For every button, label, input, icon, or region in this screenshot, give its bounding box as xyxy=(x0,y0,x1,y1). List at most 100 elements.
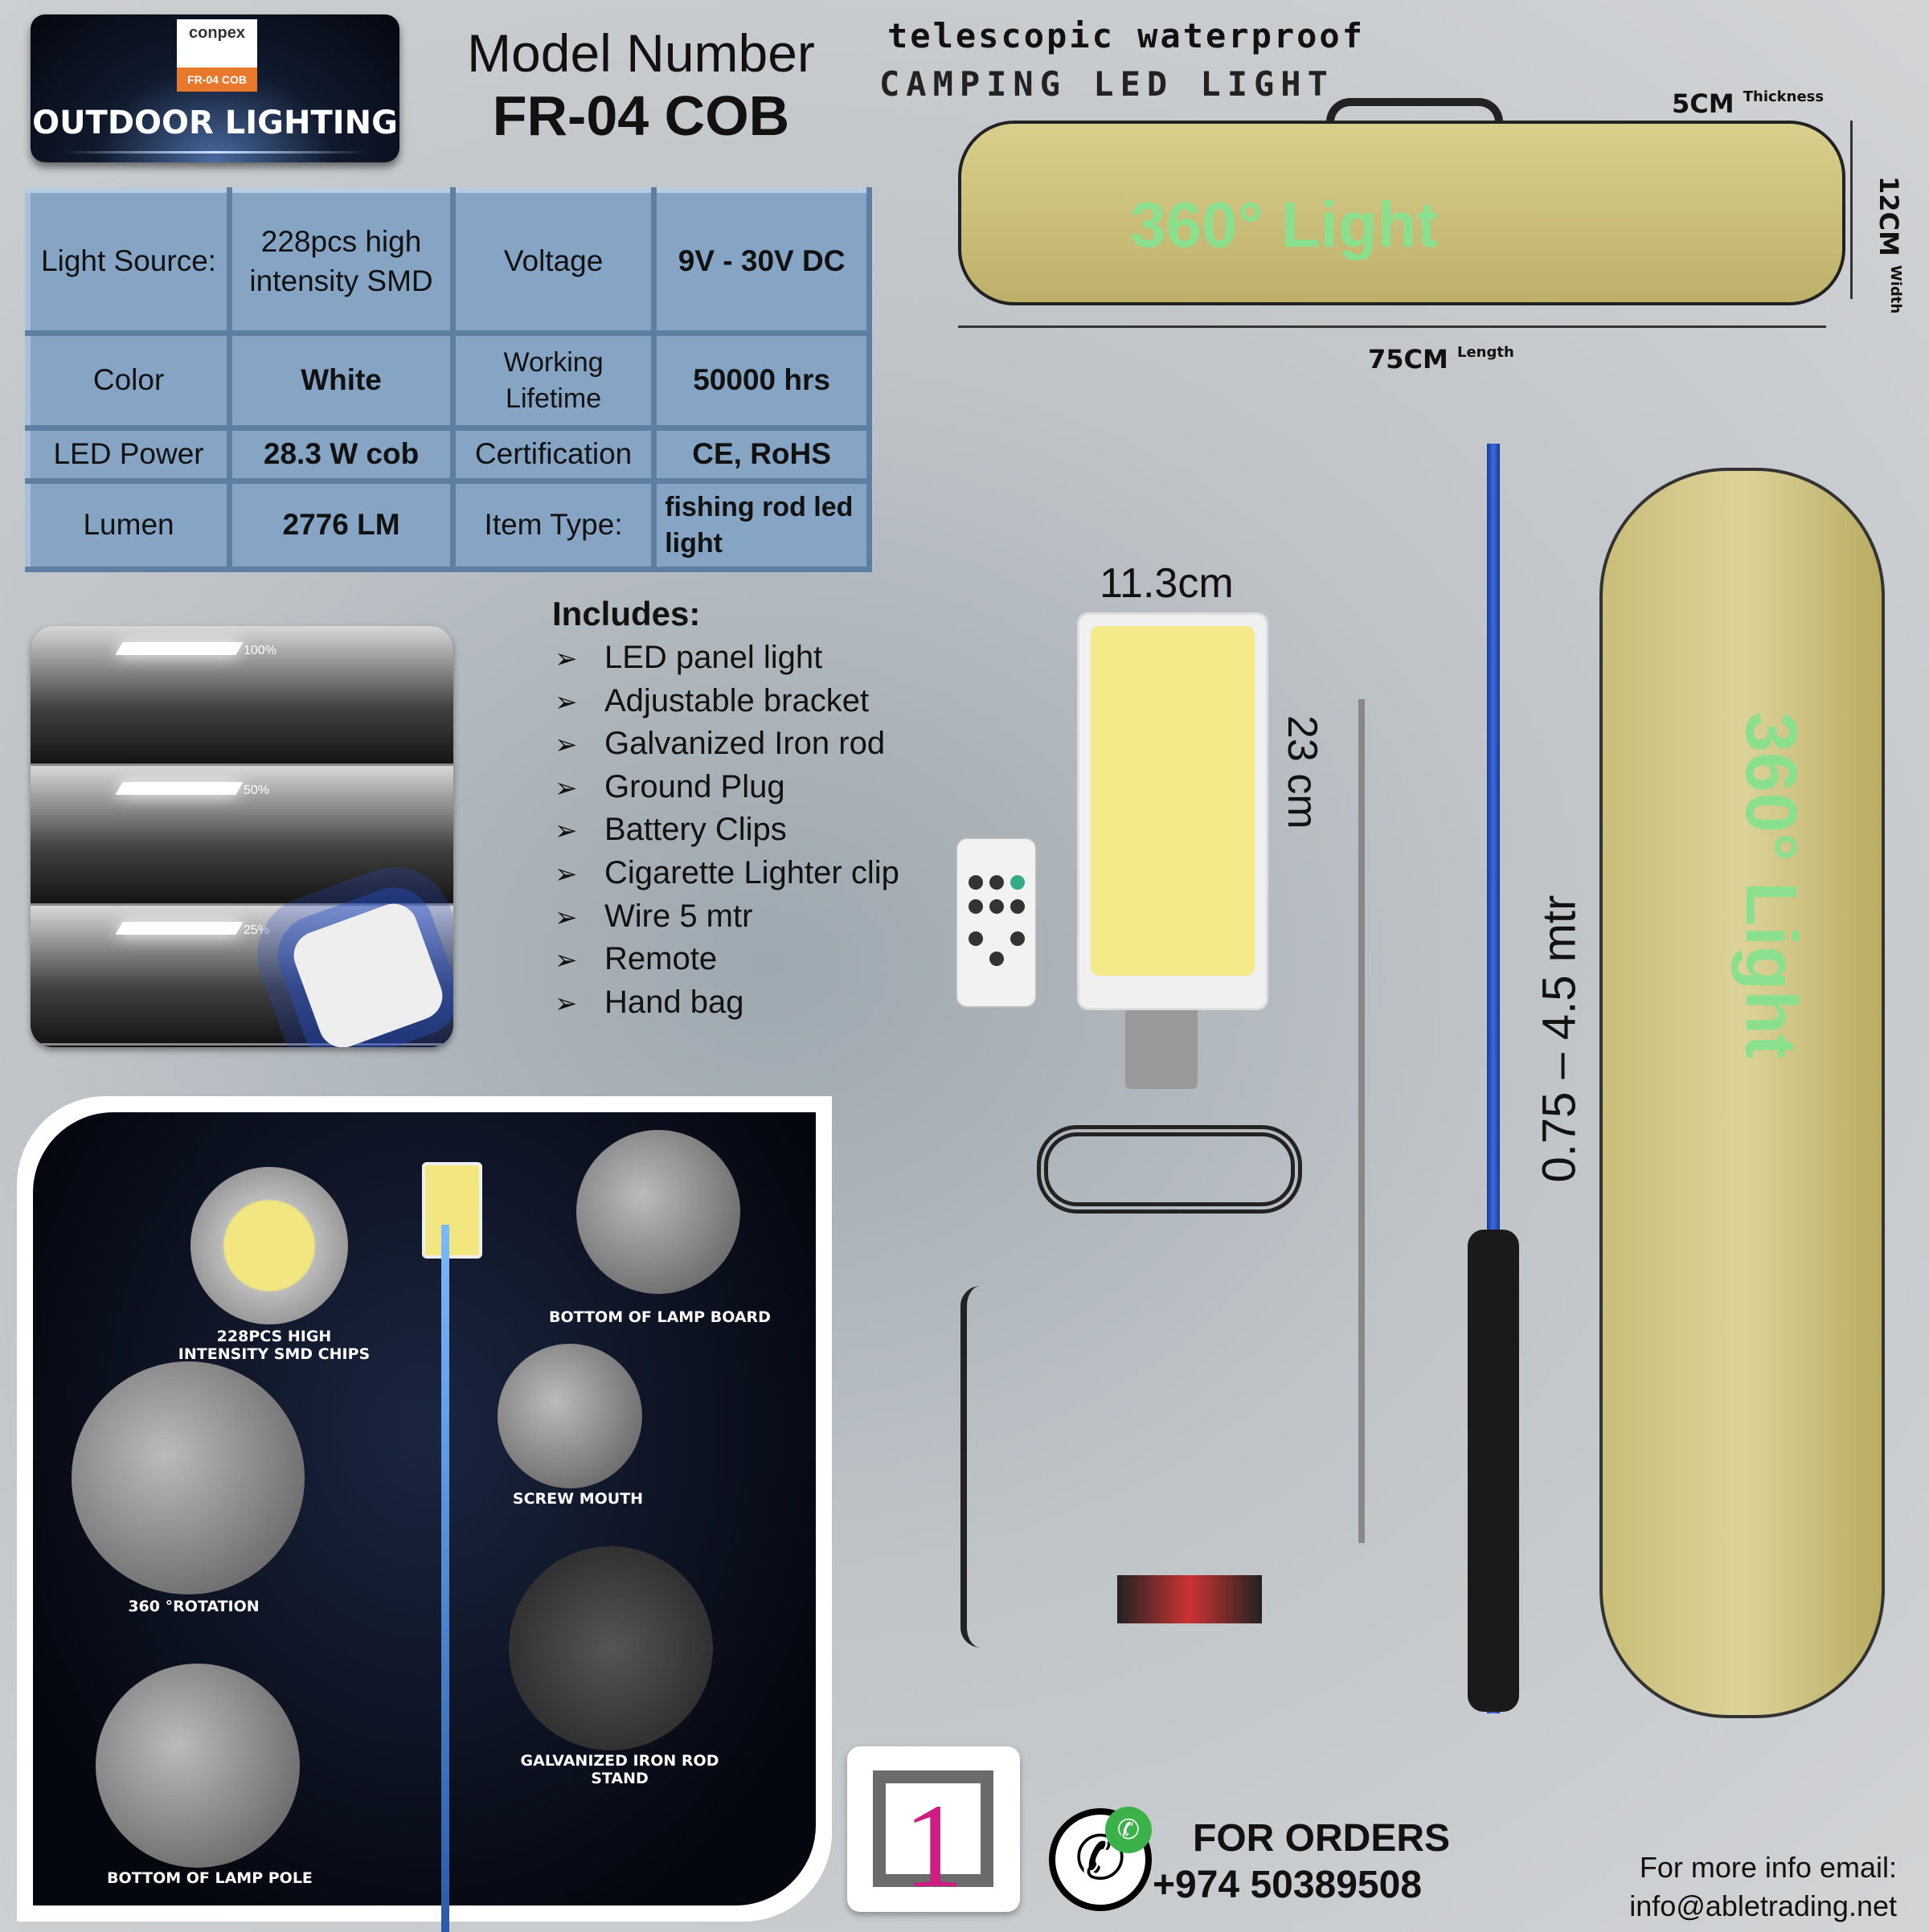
list-item: ➢Galvanized Iron rod xyxy=(555,726,886,762)
whatsapp-icon: ✆ xyxy=(1105,1807,1152,1853)
bag-print: 360° Light xyxy=(1730,712,1811,1059)
diagram-label: BOTTOM OF LAMP POLE xyxy=(107,1869,313,1887)
carry-bag-vertical: 360° Light xyxy=(1599,468,1885,1718)
includes-title: Includes: xyxy=(552,595,701,632)
spec-label: Light Source: xyxy=(24,187,233,336)
screw-mouth-circle xyxy=(498,1344,642,1488)
badge-model: FR-04 COB xyxy=(177,68,257,92)
brightness-row: 50% xyxy=(31,766,453,906)
tagline-1: telescopic waterproof xyxy=(887,16,1366,55)
spec-value: White xyxy=(227,330,456,431)
carry-bag-horizontal: 360° Light xyxy=(958,121,1845,305)
logo-numeral: 1 xyxy=(903,1779,964,1913)
cob-chip-area xyxy=(1091,626,1255,976)
rod-grip xyxy=(1468,1230,1519,1712)
logo-title: OUTDOOR LIGHTING xyxy=(32,104,398,141)
lamp-bar xyxy=(115,922,244,935)
arrow-bullet-icon: ➢ xyxy=(555,902,578,933)
width-dimension-line xyxy=(1850,121,1853,299)
length-dimension: 75CM Length xyxy=(1368,344,1514,375)
iron-rod-circle xyxy=(509,1546,713,1750)
lamp-board-circle xyxy=(576,1130,740,1294)
brightness-levels-image: 100% 50% 25% xyxy=(31,626,453,1047)
arrow-bullet-icon: ➢ xyxy=(555,816,578,847)
list-item: ➢Remote xyxy=(555,941,718,977)
rod-length: 0.75 – 4.5 mtr xyxy=(1533,894,1586,1183)
spec-value: 228pcs high intensity SMD xyxy=(227,187,456,336)
list-item: ➢Adjustable bracket xyxy=(555,682,870,718)
brightness-percent: 50% xyxy=(244,784,270,797)
arrow-bullet-icon: ➢ xyxy=(555,686,578,718)
list-item: ➢Wire 5 mtr xyxy=(555,898,753,934)
brightness-percent: 25% xyxy=(244,923,270,937)
ground-stake xyxy=(1358,699,1365,1543)
spec-label: Working Lifetime xyxy=(449,330,657,431)
arrow-bullet-icon: ➢ xyxy=(555,945,578,976)
brightness-row: 100% xyxy=(31,626,453,766)
rotation-circle xyxy=(72,1361,305,1594)
brand-logo: conpex FR-04 COB OUTDOOR LIGHTING xyxy=(31,14,399,162)
includes-list: ➢LED panel light ➢Adjustable bracket ➢Ga… xyxy=(555,640,899,1027)
diagram-background: 228PCS HIGH INTENSITY SMD CHIPS BOTTOM O… xyxy=(33,1112,816,1932)
spec-value: fishing rod led light xyxy=(651,478,872,572)
width-dimension: 12CM Width xyxy=(1874,176,1904,314)
arrow-bullet-icon: ➢ xyxy=(555,988,578,1019)
panel-width: 11.3cm xyxy=(1100,560,1234,607)
email-label: For more info email: xyxy=(1639,1851,1897,1884)
smd-chips-circle xyxy=(190,1167,348,1324)
list-item: ➢Battery Clips xyxy=(555,812,787,848)
lamp-bar xyxy=(115,642,244,655)
list-item: ➢LED panel light xyxy=(555,640,823,675)
spec-value: 50000 hrs xyxy=(651,330,872,431)
component-diagram: 228PCS HIGH INTENSITY SMD CHIPS BOTTOM O… xyxy=(17,1096,832,1932)
cigarette-lighter-clip xyxy=(960,1286,1001,1648)
brand-name: conpex xyxy=(188,24,246,42)
led-panel-light xyxy=(1077,612,1268,1010)
phone-icon: ✆ xyxy=(1049,1808,1152,1911)
email-link[interactable]: info@abletrading.net xyxy=(1629,1889,1897,1922)
tagline-2: CAMPING LED LIGHT xyxy=(879,64,1334,104)
lamp-bar xyxy=(115,782,244,795)
remote-control xyxy=(956,837,1037,1008)
list-item: ➢Cigarette Lighter clip xyxy=(555,854,899,890)
spec-label: Lumen xyxy=(24,478,233,572)
diagram-label: 360 °ROTATION xyxy=(128,1598,260,1615)
list-item: ➢Ground Plug xyxy=(555,768,785,804)
lamp-head xyxy=(422,1162,482,1259)
diagram-label: GALVANIZED IRON ROD STAND xyxy=(520,1752,719,1787)
model-label: Model Number xyxy=(467,23,815,83)
arrow-bullet-icon: ➢ xyxy=(555,858,578,890)
spec-value: 9V - 30V DC xyxy=(651,187,872,336)
spec-label: Certification xyxy=(449,425,657,484)
logo-frame xyxy=(873,1770,993,1887)
glow-line xyxy=(63,151,367,153)
diagram-label: 228PCS HIGH INTENSITY SMD CHIPS xyxy=(178,1328,371,1363)
list-item: ➢Hand bag xyxy=(555,984,744,1020)
arrow-bullet-icon: ➢ xyxy=(555,644,578,674)
spec-value: 28.3 W cob xyxy=(227,425,456,484)
spec-label: LED Power xyxy=(24,425,233,484)
length-dimension-line xyxy=(958,325,1826,328)
battery-clips xyxy=(1117,1575,1262,1623)
spec-label: Color xyxy=(24,330,233,431)
company-logo: 1 xyxy=(847,1746,1020,1913)
spec-label: Voltage xyxy=(449,187,657,336)
orders-label: FOR ORDERS xyxy=(1193,1817,1451,1860)
arrow-bullet-icon: ➢ xyxy=(555,730,578,761)
lamp-pole-bottom-circle xyxy=(96,1664,300,1868)
panel-height: 23 cm xyxy=(1279,715,1325,829)
wire-cable xyxy=(1037,1125,1302,1214)
spec-label: Item Type: xyxy=(449,478,657,572)
bag-print: 360° Light xyxy=(1130,189,1439,260)
brightness-percent: 100% xyxy=(244,644,276,657)
phone-number[interactable]: +974 50389508 xyxy=(1153,1864,1423,1906)
lamp-pole xyxy=(441,1225,449,1932)
arrow-bullet-icon: ➢ xyxy=(555,772,578,804)
conpex-badge: conpex FR-04 COB xyxy=(177,19,257,92)
spec-value: CE, RoHS xyxy=(651,425,872,484)
email-block: For more info email: info@abletrading.ne… xyxy=(1591,1848,1897,1926)
thickness-dimension: 5CM Thickness xyxy=(1672,88,1825,119)
diagram-label: BOTTOM OF LAMP BOARD xyxy=(549,1308,771,1326)
model-code: FR-04 COB xyxy=(492,84,790,147)
